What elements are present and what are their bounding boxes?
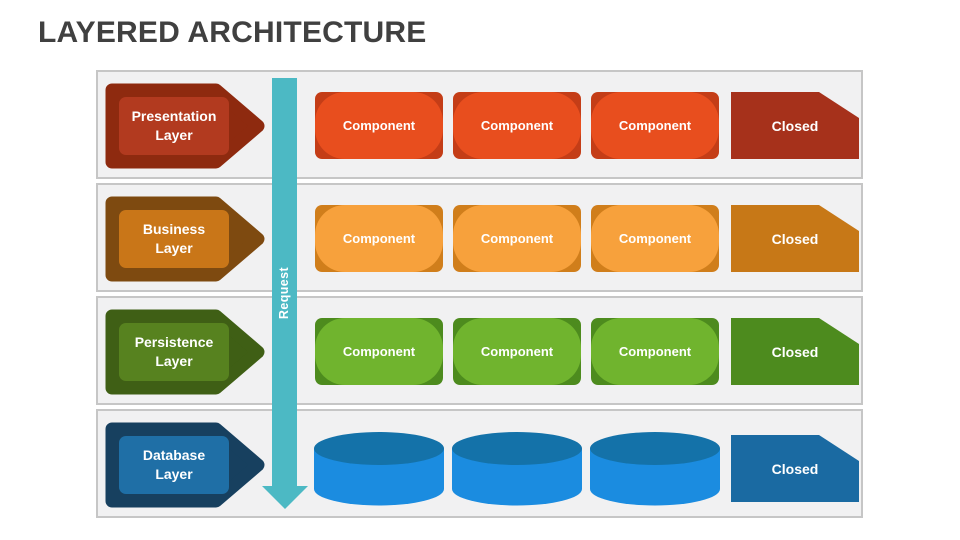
page-title: LAYERED ARCHITECTURE	[38, 16, 427, 49]
component-label: Component	[342, 231, 416, 246]
component-label: Component	[618, 118, 692, 133]
closed-box: Closed	[731, 92, 859, 159]
component-box: Component	[591, 318, 719, 385]
component-box: Component	[591, 205, 719, 272]
arrow-shape-icon	[105, 83, 265, 169]
layer-label: Presentation Layer	[105, 83, 243, 169]
arrow-shape-icon	[105, 196, 265, 282]
layer-label-line2: Layer	[155, 127, 193, 143]
component-box: Component	[453, 92, 581, 159]
layer-arrow-persistence: Persistence Layer	[105, 309, 265, 395]
layer-arrow-database: Database Layer	[105, 422, 265, 508]
request-arrow	[272, 78, 297, 487]
component-label: Component	[480, 344, 554, 359]
component-label: Component	[342, 344, 416, 359]
layer-label-line1: Persistence	[134, 334, 214, 350]
layer-label-line2: Layer	[155, 240, 193, 256]
layer-label: Database Layer	[105, 422, 243, 508]
component-label: Component	[618, 231, 692, 246]
component-box: Component	[453, 318, 581, 385]
layer-label: Persistence Layer	[105, 309, 243, 395]
layer-label-line1: Presentation	[131, 108, 217, 124]
layer-label-line1: Business	[142, 221, 206, 237]
database-cylinder-icon	[452, 432, 582, 506]
component-box: Component	[453, 205, 581, 272]
layer-row-database: Database Layer Closed	[96, 409, 863, 518]
database-cylinder-icon	[590, 432, 720, 506]
component-box: Component	[315, 92, 443, 159]
layer-label-line2: Layer	[155, 353, 193, 369]
closed-box: Closed	[731, 435, 859, 502]
arrow-shape-icon	[105, 309, 265, 395]
closed-box: Closed	[731, 205, 859, 272]
layer-label-line1: Database	[142, 447, 206, 463]
component-label: Component	[342, 118, 416, 133]
component-box: Component	[315, 318, 443, 385]
component-box: Component	[591, 92, 719, 159]
layer-row-persistence: Persistence Layer Component Component Co…	[96, 296, 863, 405]
layer-row-business: Business Layer Component Component Compo…	[96, 183, 863, 292]
arrow-shape-icon	[105, 422, 265, 508]
component-box: Component	[315, 205, 443, 272]
layer-row-presentation: Presentation Layer Component Component C…	[96, 70, 863, 179]
layer-arrow-presentation: Presentation Layer	[105, 83, 265, 169]
component-label: Component	[480, 231, 554, 246]
layer-label: Business Layer	[105, 196, 243, 282]
component-label: Component	[618, 344, 692, 359]
database-cylinder-icon	[314, 432, 444, 506]
layer-arrow-business: Business Layer	[105, 196, 265, 282]
component-label: Component	[480, 118, 554, 133]
closed-box: Closed	[731, 318, 859, 385]
layer-label-line2: Layer	[155, 466, 193, 482]
